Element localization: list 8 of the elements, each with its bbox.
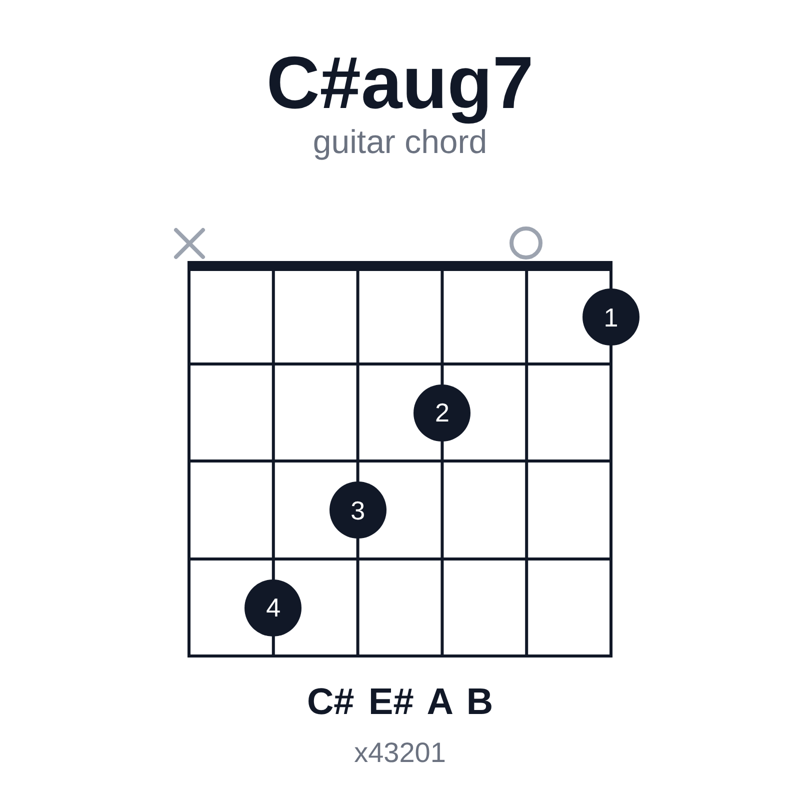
chord-title: C#aug7 — [266, 40, 534, 126]
chord-subtitle: guitar chord — [312, 122, 488, 160]
chord-notes: C# E# A B — [306, 681, 494, 724]
finger-number: 3 — [350, 497, 366, 523]
finger-number: 4 — [266, 594, 281, 620]
finger-number: 2 — [434, 400, 450, 426]
fingering-code: x43201 — [354, 737, 446, 770]
finger-number: 1 — [604, 304, 618, 330]
